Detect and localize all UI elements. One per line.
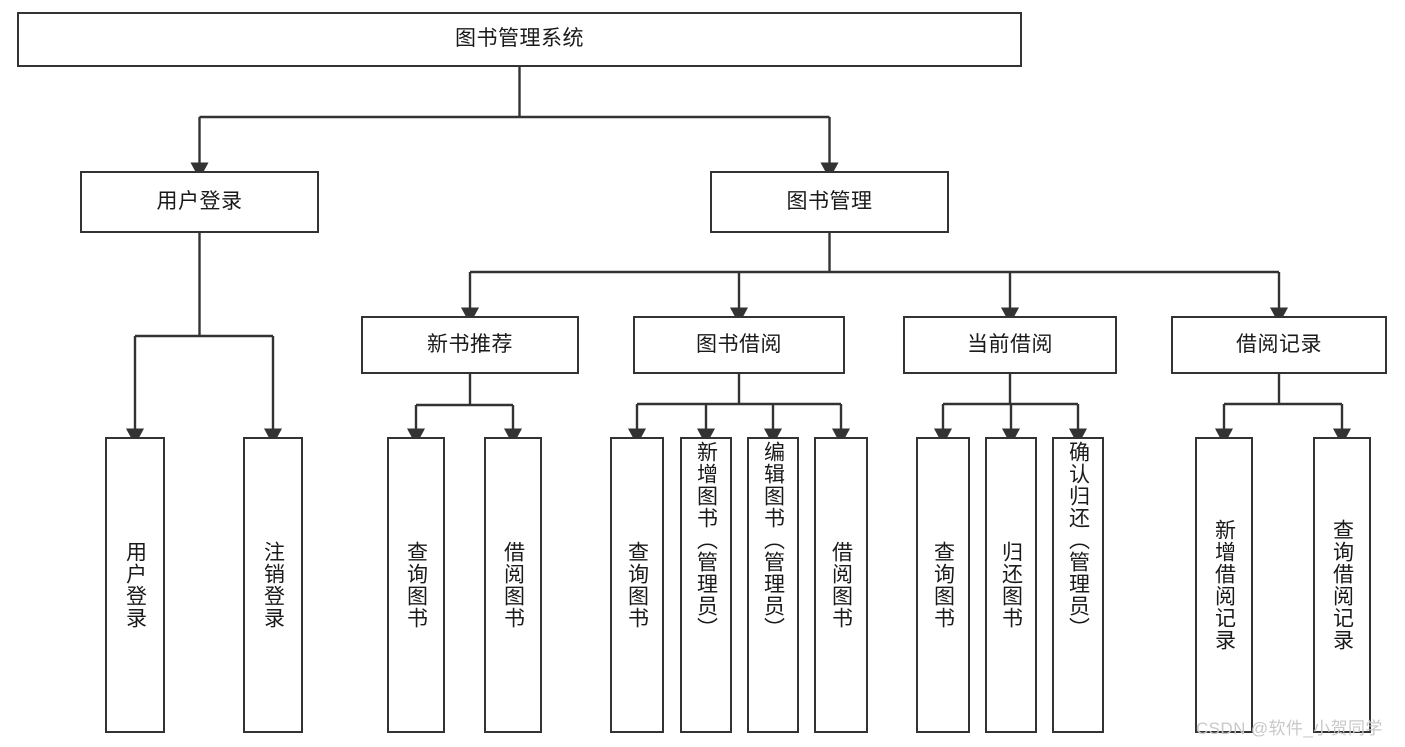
node-l-cu-return[interactable]: 归还图书	[985, 437, 1037, 733]
node-l-nb-borrow[interactable]: 借阅图书	[484, 437, 542, 733]
node-label-l-bo-edit: 编辑图书（管理员）	[761, 441, 785, 639]
node-label-bookmgmt: 图书管理	[786, 189, 873, 213]
node-label-l-cu-query: 查询图书	[931, 541, 955, 629]
node-l-re-query[interactable]: 查询借阅记录	[1313, 437, 1371, 733]
edge-paths	[125, 67, 1352, 446]
node-root[interactable]: 图书管理系统	[17, 12, 1022, 67]
node-l-bo-query[interactable]: 查询图书	[610, 437, 664, 733]
node-l-login[interactable]: 用户登录	[105, 437, 165, 733]
node-label-l-nb-query: 查询图书	[404, 541, 428, 629]
node-label-l-re-query: 查询借阅记录	[1330, 519, 1354, 651]
node-label-l-bo-query: 查询图书	[625, 541, 649, 629]
node-label-l-cu-conf: 确认归还（管理员）	[1066, 441, 1090, 639]
node-label-l-bo-lend: 借阅图书	[829, 541, 853, 629]
node-label-l-nb-borrow: 借阅图书	[501, 541, 525, 629]
node-label-borrow: 图书借阅	[696, 332, 782, 356]
node-l-bo-lend[interactable]: 借阅图书	[814, 437, 868, 733]
node-l-cu-conf[interactable]: 确认归还（管理员）	[1052, 437, 1104, 733]
node-label-newbook: 新书推荐	[427, 332, 513, 356]
node-l-nb-query[interactable]: 查询图书	[387, 437, 445, 733]
watermark-text: CSDN @软件_小贺同学	[1196, 719, 1383, 738]
node-label-login: 用户登录	[156, 189, 243, 213]
node-label-root: 图书管理系统	[455, 27, 584, 51]
node-login[interactable]: 用户登录	[80, 171, 319, 233]
node-records[interactable]: 借阅记录	[1171, 316, 1387, 374]
node-l-bo-add[interactable]: 新增图书（管理员）	[680, 437, 732, 733]
node-bookmgmt[interactable]: 图书管理	[710, 171, 949, 233]
node-label-l-bo-add: 新增图书（管理员）	[694, 441, 718, 639]
node-label-l-cu-return: 归还图书	[999, 541, 1023, 629]
node-l-logout[interactable]: 注销登录	[243, 437, 303, 733]
node-l-bo-edit[interactable]: 编辑图书（管理员）	[747, 437, 799, 733]
node-label-l-logout: 注销登录	[261, 541, 285, 629]
node-borrow[interactable]: 图书借阅	[633, 316, 845, 374]
node-label-l-re-add: 新增借阅记录	[1212, 519, 1236, 651]
node-label-l-login: 用户登录	[123, 541, 147, 629]
node-label-records: 借阅记录	[1236, 332, 1322, 356]
node-newbook[interactable]: 新书推荐	[361, 316, 579, 374]
node-l-cu-query[interactable]: 查询图书	[916, 437, 970, 733]
node-label-current: 当前借阅	[967, 332, 1053, 356]
node-current[interactable]: 当前借阅	[903, 316, 1117, 374]
node-l-re-add[interactable]: 新增借阅记录	[1195, 437, 1253, 733]
